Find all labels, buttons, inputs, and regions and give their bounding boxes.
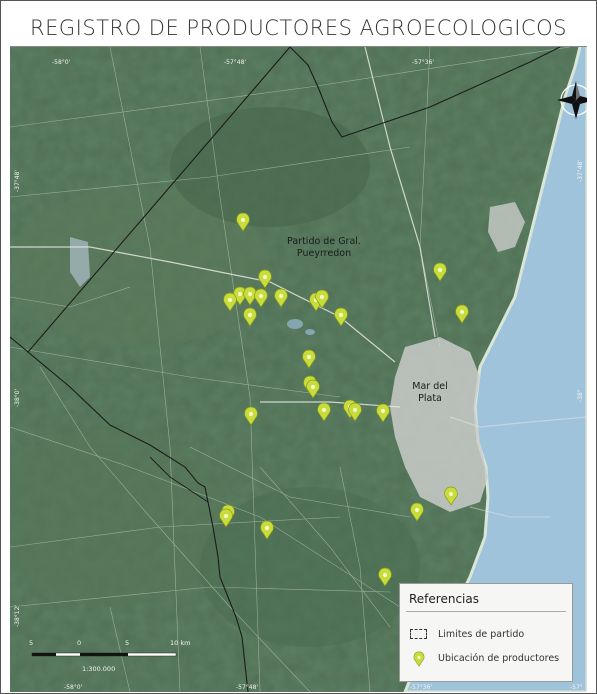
urban-mar-del-plata — [390, 337, 488, 512]
legend-item-boundary: Limites de partido — [410, 627, 524, 641]
map-svg — [10, 47, 587, 692]
scale-bar: 5 0 5 10 km 1:300.000 — [29, 639, 212, 684]
place-partido-label: Partido de Gral. Pueyrredon — [264, 236, 384, 260]
place-city-line1: Mar del — [412, 381, 448, 392]
grat-right-1: -37°48' — [577, 159, 584, 182]
scale-tick-4: 10 km — [170, 639, 191, 647]
place-partido-line1: Partido de Gral. — [287, 236, 361, 247]
ocean-area — [405, 47, 587, 692]
legend-item-producers: Ubicación de productores — [410, 651, 560, 667]
grat-bottom-1: -58°0' — [64, 684, 83, 691]
legend-divider — [406, 611, 566, 612]
legend: Referencias Limites de partido Ubicación… — [399, 583, 573, 682]
legend-item-boundary-label: Limites de partido — [438, 628, 525, 640]
grat-left-2: -38°0' — [14, 388, 21, 407]
route-226 — [10, 246, 396, 363]
place-city-line2: Plata — [418, 393, 442, 404]
grat-left-1: -37°48' — [14, 169, 21, 192]
map-canvas[interactable]: -58°0' -57°48' -57°36' -58°0' -57°48' -5… — [10, 47, 587, 692]
place-partido-line2: Pueyrredon — [296, 248, 352, 259]
grat-bottom-4: -57° — [570, 684, 583, 691]
legend-item-producers-label: Ubicación de productores — [438, 652, 560, 664]
grat-top-2: -57°48' — [224, 59, 247, 66]
grat-left-3: -38°12' — [14, 604, 21, 627]
grat-bottom-2: -57°48' — [236, 684, 259, 691]
place-mar-del-plata-label: Mar del Plata — [405, 381, 455, 405]
location-pin-icon — [410, 651, 428, 667]
map-title: REGISTRO DE PRODUCTORES AGROECOLOGICOS — [10, 10, 587, 47]
grat-top-1: -58°0' — [52, 59, 71, 66]
scale-tick-1: 5 — [29, 639, 34, 647]
scale-ratio: 1:300.000 — [82, 665, 116, 673]
grat-bottom-3: -57°36' — [410, 684, 433, 691]
grat-right-2: -38° — [577, 389, 584, 402]
scale-tick-3: 5 — [125, 639, 130, 647]
route-2 — [364, 47, 436, 338]
legend-title: Referencias — [409, 592, 479, 606]
scale-bar-graphic — [31, 652, 177, 657]
partido-boundary — [27, 47, 291, 692]
scale-tick-2: 0 — [77, 639, 82, 647]
dashed-box-icon — [410, 627, 428, 641]
grat-top-3: -57°36' — [412, 59, 435, 66]
north-arrow-icon — [556, 80, 587, 120]
